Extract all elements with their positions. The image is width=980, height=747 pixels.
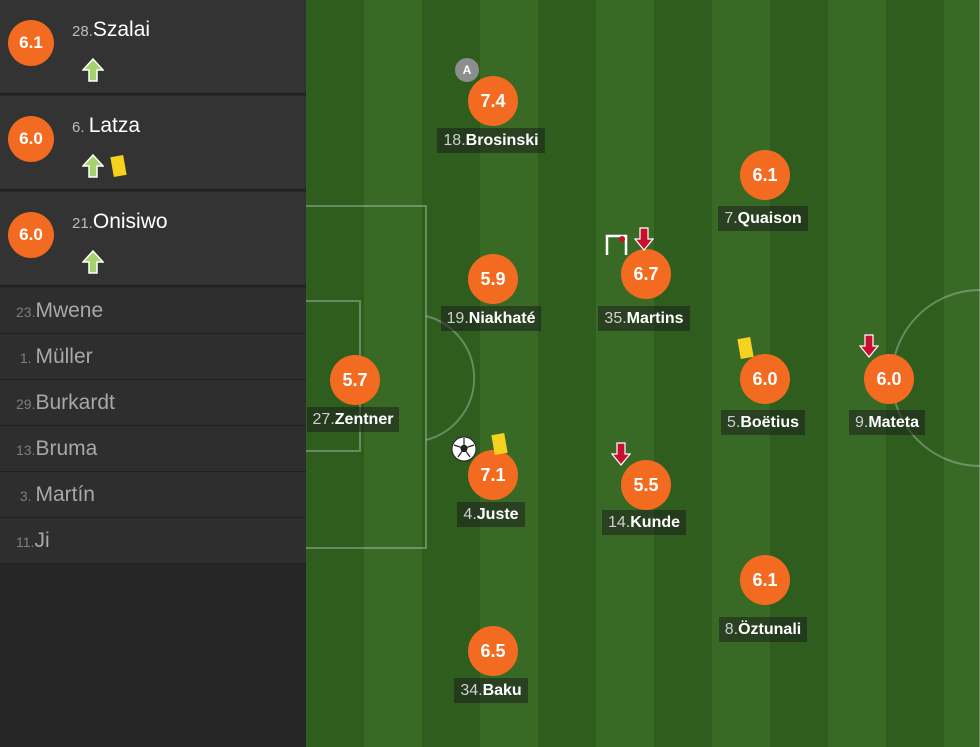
- rating-badge: 6.1: [8, 20, 54, 66]
- player-number: 4.: [463, 506, 477, 523]
- player-number: 9.: [854, 414, 869, 431]
- sub-player-szalai[interactable]: 6.1 28.Szalai: [0, 0, 306, 94]
- sub-player-onisiwo[interactable]: 6.0 21.Onisiwo: [0, 192, 306, 286]
- player-number: 11.: [16, 534, 35, 550]
- player-number: 8.: [724, 621, 739, 638]
- player-name: Martins: [626, 310, 684, 327]
- player-name: Niakhaté: [468, 310, 536, 327]
- player-name: Müller: [35, 345, 93, 368]
- unused-sub-bruma[interactable]: 13.Bruma: [0, 426, 306, 472]
- player-mateta[interactable]: 6.0 9.Mateta: [817, 334, 957, 444]
- player-number: 7.: [724, 210, 738, 227]
- pitch: 5.7 27.Zentner 7.4 18.Brosinski A 5.9 19…: [306, 0, 980, 747]
- player-number: 6.: [72, 119, 85, 136]
- player-number: 23.: [16, 304, 36, 320]
- player-brosinski[interactable]: 7.4 18.Brosinski A: [421, 58, 561, 166]
- sub-in-arrow-icon: [82, 154, 104, 178]
- player-number: 35.: [604, 310, 627, 327]
- unused-sub-muller[interactable]: 1. Müller: [0, 334, 306, 380]
- player-name: Brosinski: [465, 132, 539, 149]
- unused-sub-burkardt[interactable]: 29.Burkardt: [0, 380, 306, 426]
- player-name: Quaison: [737, 210, 802, 227]
- player-name: Kunde: [630, 514, 681, 531]
- rating-badge: 5.7: [330, 355, 380, 405]
- player-number: 29.: [16, 396, 36, 412]
- player-number: 27.: [312, 411, 335, 428]
- player-number: 3.: [19, 488, 32, 504]
- substitutes-panel: 6.1 28.Szalai 6.0 6. Latza 6.0 21.Onisiw…: [0, 0, 306, 747]
- player-name: Szalai: [92, 18, 151, 41]
- sub-out-arrow-icon: [634, 227, 654, 251]
- rating-badge: 6.0: [8, 212, 54, 258]
- rating-badge: 6.1: [740, 150, 790, 200]
- player-name: Öztunali: [738, 621, 802, 638]
- player-number: 34.: [460, 682, 483, 699]
- player-oztunali[interactable]: 6.1 8.Öztunali: [693, 555, 833, 645]
- player-niakhate[interactable]: 5.9 19.Niakhaté: [421, 254, 561, 344]
- sub-out-arrow-icon: [611, 442, 631, 466]
- player-name: Ji: [34, 529, 50, 552]
- hit-post-icon: [605, 234, 628, 255]
- rating-badge: 7.4: [468, 76, 518, 126]
- player-number: 21.: [72, 215, 93, 232]
- rating-badge: 6.0: [864, 354, 914, 404]
- player-name: Zentner: [334, 411, 394, 428]
- rating-badge: 6.5: [468, 626, 518, 676]
- unused-sub-mwene[interactable]: 23.Mwene: [0, 288, 306, 334]
- player-number: 13.: [16, 442, 36, 458]
- player-number: 5.: [726, 414, 741, 431]
- rating-badge: 6.0: [740, 354, 790, 404]
- player-name: Onisiwo: [92, 210, 168, 233]
- player-baku[interactable]: 6.5 34.Baku: [421, 626, 561, 716]
- player-name: Mwene: [35, 299, 104, 322]
- yellow-card-icon: [110, 155, 127, 177]
- rating-badge: 7.1: [468, 450, 518, 500]
- player-number: 19.: [446, 310, 469, 327]
- player-number: 28.: [72, 23, 93, 40]
- player-name: Juste: [476, 506, 519, 523]
- player-boetius[interactable]: 6.0 5.Boëtius: [693, 337, 833, 444]
- player-name: Burkardt: [35, 391, 115, 414]
- player-name: Mateta: [868, 414, 920, 431]
- sub-in-arrow-icon: [82, 58, 104, 82]
- rating-badge: 6.0: [8, 116, 54, 162]
- player-martins[interactable]: 6.7 35.Martins: [574, 227, 714, 339]
- player-name: Baku: [482, 682, 522, 699]
- rating-badge: 5.5: [621, 460, 671, 510]
- captain-icon: A: [455, 58, 479, 82]
- player-name: Latza: [88, 114, 141, 137]
- unused-sub-martin[interactable]: 3. Martín: [0, 472, 306, 518]
- player-name: Bruma: [35, 437, 98, 460]
- player-name: Martín: [35, 483, 95, 506]
- goal-ball-icon: [451, 436, 477, 462]
- sub-player-latza[interactable]: 6.0 6. Latza: [0, 96, 306, 190]
- player-number: 18.: [443, 132, 466, 149]
- player-quaison[interactable]: 6.1 7.Quaison: [693, 150, 833, 240]
- player-juste[interactable]: 7.1 4.Juste: [421, 433, 561, 540]
- unused-sub-ji[interactable]: 11.Ji: [0, 518, 306, 564]
- player-number: 14.: [607, 514, 631, 531]
- player-name: Boëtius: [740, 414, 799, 431]
- sub-out-arrow-icon: [859, 334, 879, 358]
- rating-badge: 5.9: [468, 254, 518, 304]
- sub-in-arrow-icon: [82, 250, 104, 274]
- player-number: 1.: [19, 350, 32, 366]
- player-kunde[interactable]: 5.5 14.Kunde: [574, 442, 714, 550]
- rating-badge: 6.7: [621, 249, 671, 299]
- player-zentner[interactable]: 5.7 27.Zentner: [306, 355, 423, 445]
- rating-badge: 6.1: [740, 555, 790, 605]
